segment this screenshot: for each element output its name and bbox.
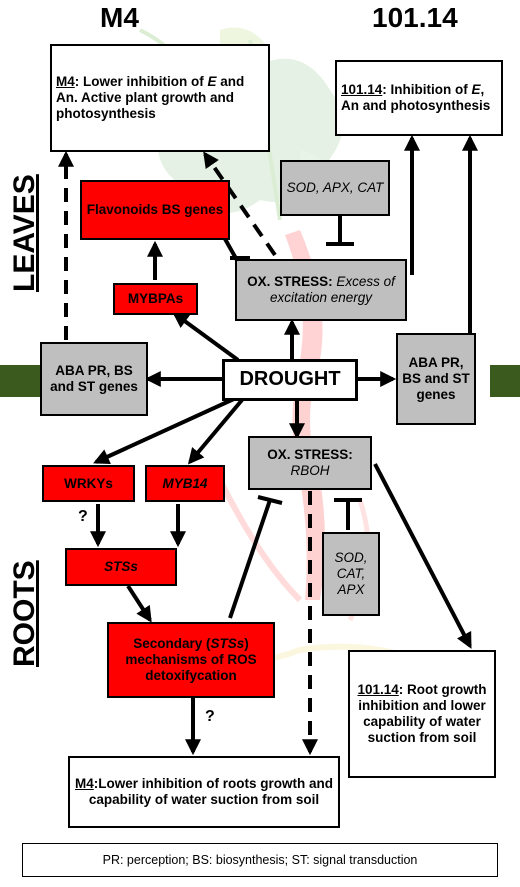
side-label-roots: ROOTS: [8, 560, 41, 667]
side-label-leaves: LEAVES: [8, 174, 41, 292]
header-right: 101.14: [372, 2, 458, 33]
box-ox-stress-roots: OX. STRESS:RBOH: [248, 436, 372, 490]
box-myb14: MYB14: [145, 465, 225, 502]
box-10114-leaves: 101.14: Inhibition of E, An and photosyn…: [335, 60, 503, 136]
box-aba-right: ABA PR, BS and ST genes: [396, 333, 476, 425]
arrow-drought-myb14: [187, 398, 244, 465]
soil-band-left: [0, 365, 40, 397]
arrow-ox-leaves-m4: [203, 151, 277, 257]
box-mybpas: MYBPAs: [113, 283, 198, 315]
question-mark-2: ?: [205, 708, 215, 725]
box-m4-leaves: M4: Lower inhibition of E and An. Active…: [50, 44, 270, 152]
arrow-drought-mybpas: [172, 312, 240, 362]
box-m4-roots: M4:Lower inhibition of roots growth and …: [68, 756, 340, 828]
box-ox-stress-leaves: OX. STRESS: Excess of excitation energy: [235, 259, 407, 321]
header-left: M4: [100, 2, 139, 33]
legend-box: PR: perception; BS: biosynthesis; ST: si…: [22, 843, 498, 877]
soil-band-right: [490, 365, 520, 397]
box-sod-cat-apx: SOD, CAT, APX: [322, 532, 380, 616]
inhibit-secondary-ox-roots: [228, 499, 272, 619]
inhibit-secondary-ox-roots-bar: [257, 495, 283, 505]
box-sod-apx-cat: SOD, APX, CAT: [280, 160, 390, 216]
box-10114-roots: 101.14: Root growth inhibition and lower…: [348, 650, 496, 778]
box-flavonoids: Flavonoids BS genes: [80, 180, 230, 240]
box-drought: DROUGHT: [222, 359, 358, 401]
box-stss: STSs: [65, 548, 177, 586]
arrow-stss-secondary: [126, 584, 152, 623]
box-aba-left: ABA PR, BS and ST genes: [40, 342, 148, 416]
arrow-drought-wrkys: [93, 396, 237, 464]
question-mark-1: ?: [78, 508, 88, 525]
arrow-ox-roots-10114roots: [373, 463, 472, 649]
box-wrkys: WRKYs: [42, 465, 135, 502]
box-secondary: Secondary (STSs) mechanisms of ROS detox…: [107, 622, 275, 698]
